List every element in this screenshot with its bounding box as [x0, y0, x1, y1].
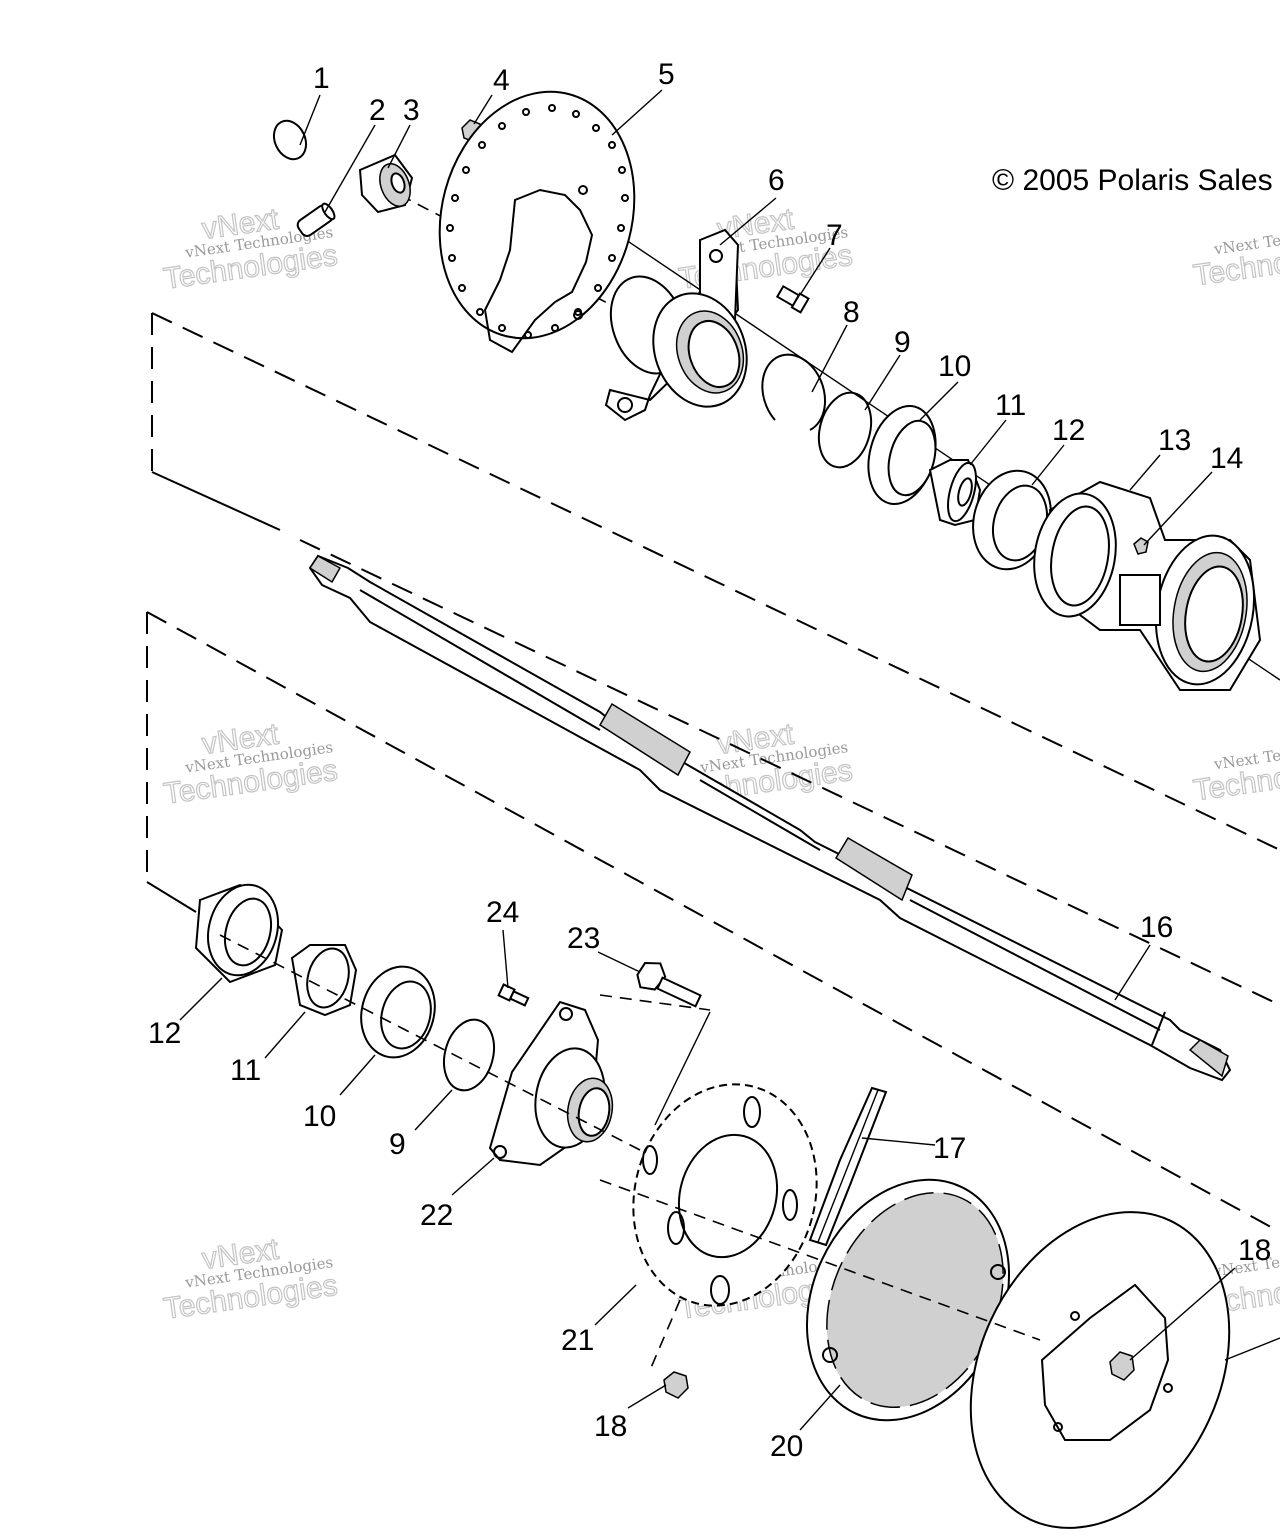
callout-18-lower: 18: [594, 1410, 627, 1443]
callout-9: 9: [894, 326, 911, 359]
watermark-top-right: vNext Technologies Technologies: [1191, 220, 1280, 293]
callout-18-upper: 18: [1238, 1234, 1271, 1267]
pin: [296, 202, 336, 237]
bolt: [775, 284, 810, 314]
rear-disc: [969, 1211, 1231, 1529]
nut-axis: [649, 1299, 681, 1371]
axle-shaft: [308, 554, 1232, 1082]
callout-5: 5: [658, 58, 675, 91]
callout-4: 4: [493, 64, 510, 97]
bearing-cup-upper: [972, 469, 1052, 571]
callout-14: 14: [1210, 442, 1243, 475]
callout-13: 13: [1158, 424, 1191, 457]
callout-12: 12: [1052, 414, 1085, 447]
callout-10: 10: [938, 350, 971, 383]
callout-2: 2: [369, 94, 386, 127]
sprocket: [632, 1083, 818, 1307]
bearing-race-upper: [867, 404, 937, 506]
tapered-bearing-lower: [290, 944, 358, 1017]
callout-16: 16: [1140, 911, 1173, 944]
callout-9-lower: 9: [389, 1128, 406, 1161]
seal-upper: [817, 391, 873, 469]
bolt-23: [636, 961, 702, 1008]
watermark-bottom-left: vNext vNext Technologies Technologies: [161, 1232, 340, 1326]
bearing-cup-lower: [194, 883, 284, 984]
callout-10-lower: 10: [303, 1100, 336, 1133]
hub-flange: [604, 228, 748, 422]
callout-6: 6: [768, 164, 785, 197]
brake-ring: [805, 1178, 1011, 1422]
snap-ring: [272, 119, 308, 161]
sprocket-hub: [488, 1000, 614, 1167]
callout-24: 24: [486, 896, 519, 929]
brake-disc: [438, 90, 636, 354]
circlip: [761, 353, 827, 431]
bolt-leader: [654, 1011, 711, 1126]
callout-20: 20: [770, 1430, 803, 1463]
callout-8: 8: [843, 296, 860, 329]
axle-shaft-splines: [308, 555, 1229, 1078]
grease-fitting: [1133, 537, 1149, 555]
assembly-boundary-upper: [151, 312, 1280, 1006]
watermark-mid-right: vNext Technologies Technologies: [1191, 735, 1280, 808]
disc-leader: [1224, 1337, 1280, 1361]
brake-disc-holes: [446, 104, 629, 339]
drive-chain: [808, 1086, 888, 1247]
tapered-bearing-upper: [928, 459, 982, 527]
assembly-boundary-lower: [146, 611, 1280, 1233]
callout-22: 22: [420, 1199, 453, 1232]
callout-7: 7: [826, 219, 843, 252]
bearing-race-lower: [360, 965, 436, 1059]
callout-17: 17: [933, 1132, 966, 1165]
copyright-notice: © 2005 Polaris Sales In: [992, 164, 1280, 197]
callout-21: 21: [561, 1324, 594, 1357]
castle-nut: [358, 153, 414, 214]
watermark-top-left: vNext vNext Technologies Technologies: [161, 202, 340, 296]
callout-12-lower: 12: [148, 1017, 181, 1050]
callout-11: 11: [995, 389, 1026, 422]
callout-3: 3: [403, 94, 420, 127]
watermark-mid-left: vNext vNext Technologies Technologies: [161, 717, 340, 811]
bolt-24: [497, 983, 530, 1007]
callout-23: 23: [567, 922, 600, 955]
lower-axis-line-2: [599, 1179, 1041, 1341]
sprocket-nut: [663, 1371, 689, 1399]
callout-11-lower: 11: [230, 1054, 261, 1087]
axle-housing: [1033, 480, 1262, 691]
leader-lines: [179, 89, 1236, 1431]
callout-1: 1: [313, 62, 330, 95]
seal-lower: [443, 1018, 495, 1092]
